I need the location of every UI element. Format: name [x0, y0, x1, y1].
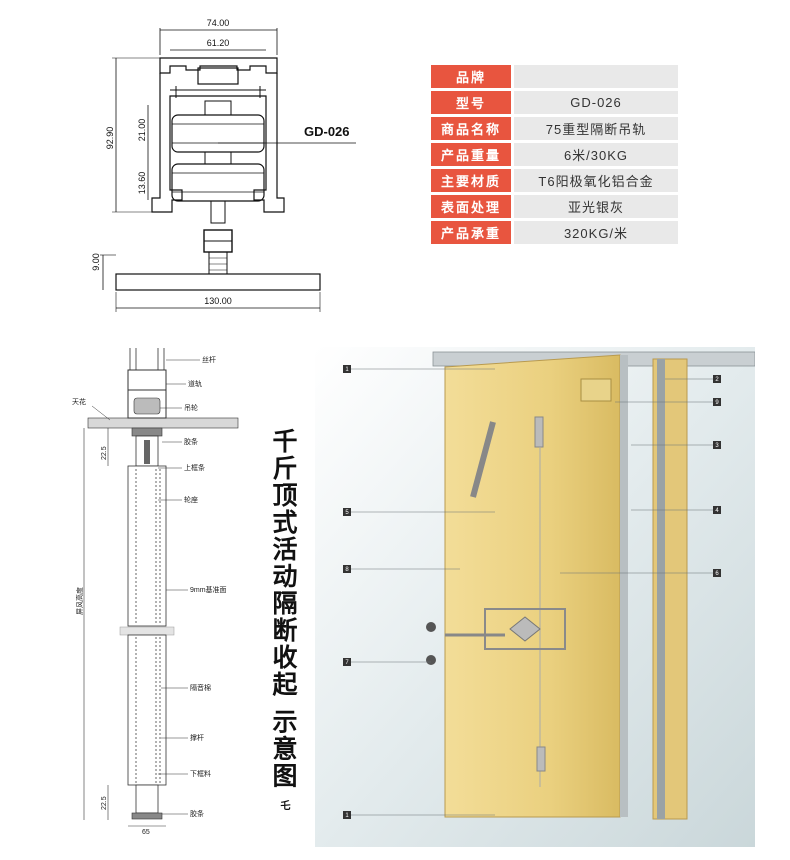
spec-key: 主要材质	[431, 169, 511, 192]
spec-row: 表面处理亚光银灰	[431, 195, 678, 218]
vertical-title-main: 千斤顶式活动隔断收起	[269, 428, 298, 698]
label-screen-height: 屏风高度	[75, 587, 84, 615]
dim-base-width: 130.00	[204, 296, 232, 306]
spec-value: 亚光银灰	[514, 195, 678, 218]
spec-value	[514, 65, 678, 88]
spec-value: T6阳极氧化铝合金	[514, 169, 678, 192]
door-3d-illustration: 1 2 9 3 5 4 8 6 7 1	[315, 347, 755, 847]
spec-key: 表面处理	[431, 195, 511, 218]
spec-key: 商品名称	[431, 117, 511, 140]
spec-value: 320KG/米	[514, 221, 678, 244]
label-brace: 撑杆	[190, 733, 204, 742]
callout-badge	[713, 398, 721, 406]
dim-outer-width: 74.00	[207, 18, 230, 28]
label-bottom-frame: 下框料	[190, 769, 211, 778]
callout-number: 7	[345, 660, 349, 666]
label-rubber-strip-bottom: 胶条	[190, 809, 204, 818]
callout-badge	[343, 365, 351, 373]
callout-badge	[343, 658, 351, 666]
callout-number: 3	[715, 443, 719, 449]
label-wheel-seat: 轮座	[184, 495, 198, 504]
spec-key: 品牌	[431, 65, 511, 88]
callout-number: 5	[345, 510, 349, 516]
callout-number: 8	[345, 567, 349, 573]
label-screw-rod: 丝杆	[202, 355, 216, 364]
label-panel: 9mm基准面	[190, 585, 227, 594]
model-label: GD-026	[304, 124, 350, 139]
spec-value: 75重型隔断吊轨	[514, 117, 678, 140]
spec-key: 型号	[431, 91, 511, 114]
section-dim-top: 22.5	[101, 446, 108, 460]
section-dim-width: 65	[142, 829, 150, 836]
callout-number: 4	[715, 508, 719, 514]
label-track: 道轨	[188, 379, 202, 388]
section-dim-bottom: 22.5	[101, 796, 108, 810]
callout-badge	[343, 811, 351, 819]
callout-number: 6	[715, 571, 719, 577]
vertical-title-mark: 乇	[278, 800, 289, 813]
vertical-title-sub: 示意图	[269, 708, 298, 790]
callout-badge	[713, 441, 721, 449]
callout-badge	[713, 375, 721, 383]
callout-number: 2	[715, 377, 719, 383]
label-rubber-strip-top: 胶条	[184, 437, 198, 446]
spec-key: 产品承重	[431, 221, 511, 244]
dim-inner-width: 61.20	[207, 38, 230, 48]
callout-badge	[713, 506, 721, 514]
label-ceiling: 天花	[72, 397, 86, 406]
label-sound-insulation: 隔音棉	[190, 683, 211, 692]
spec-key: 产品重量	[431, 143, 511, 166]
callout-badge	[343, 565, 351, 573]
callout-number: 9	[715, 400, 719, 406]
dim-upper-gap: 21.00	[137, 119, 147, 142]
label-top-frame: 上框条	[184, 463, 205, 472]
track-profile-drawing: 74.00 61.20 92.90 21.00 13.60 9.00 130.0…	[91, 18, 356, 312]
label-hanging-wheel: 吊轮	[184, 403, 198, 412]
spec-value: GD-026	[514, 91, 678, 114]
vertical-title: 千斤顶式活动隔断收起 示意图 乇	[262, 428, 302, 812]
callout-number: 1	[345, 367, 349, 373]
callout-badge	[343, 508, 351, 516]
dim-lower-gap: 13.60	[137, 172, 147, 195]
callout-badge	[713, 569, 721, 577]
dim-total-height: 92.90	[105, 127, 115, 150]
dim-stem-height: 9.00	[91, 253, 101, 271]
spec-row: 品牌	[431, 65, 678, 88]
spec-value: 6米/30KG	[514, 143, 678, 166]
callout-number: 1	[345, 813, 349, 819]
partition-section-drawing: 22.5 屏风高度 22.5 65 丝杆 道轨 天花 吊轮 胶条 上框条 轮座 …	[72, 348, 239, 836]
